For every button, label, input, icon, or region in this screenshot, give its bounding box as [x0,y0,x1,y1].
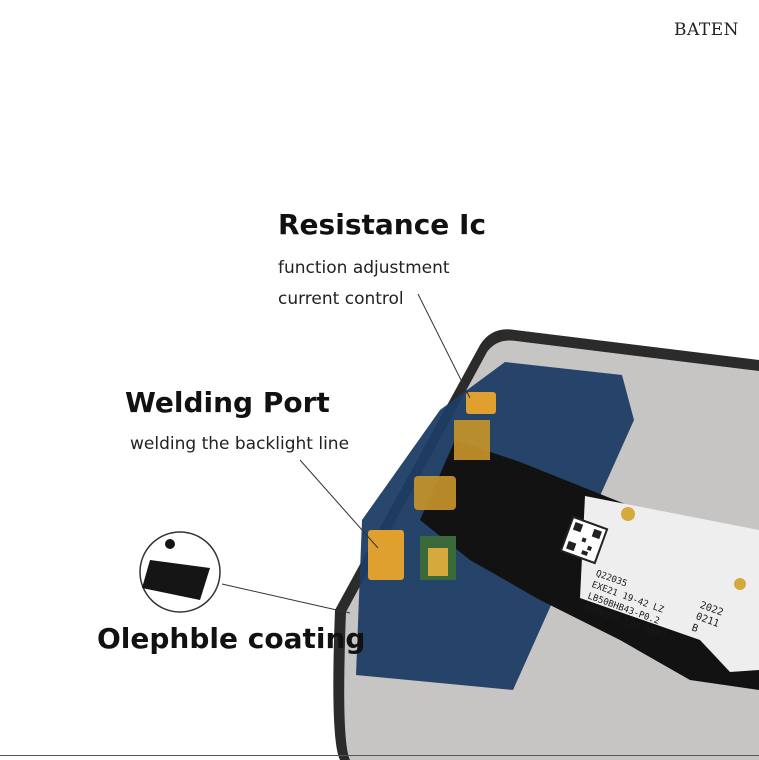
gold-pad-1 [454,420,490,460]
brand-watermark: BATEN [674,20,739,40]
qr-pattern [566,522,602,556]
bottom-divider [0,755,759,756]
resistance-pointer [417,293,471,399]
welding-port-title: Welding Port [125,386,330,419]
welding-port-line-1: welding the backlight line [130,434,350,454]
resistance-ic-line-1: function adjustment [278,258,450,278]
coating-sample-film [142,560,210,600]
resistance-ic-title: Resistance Ic [278,208,487,241]
welding-pointer [299,459,379,549]
coating-sample-dot [165,539,175,549]
resistance-ic [466,392,496,414]
resistance-ic-line-2: current control [278,289,404,309]
gold-pad-2 [414,476,456,510]
connector-contact-1 [621,507,635,521]
coating-pointer [221,583,351,614]
welding-port-pad [368,530,404,580]
olephble-coating-title: Olephble coating [97,622,366,655]
connector-socket [428,548,448,576]
connector-contact-2 [734,578,746,590]
flex-connector-white [580,496,759,672]
